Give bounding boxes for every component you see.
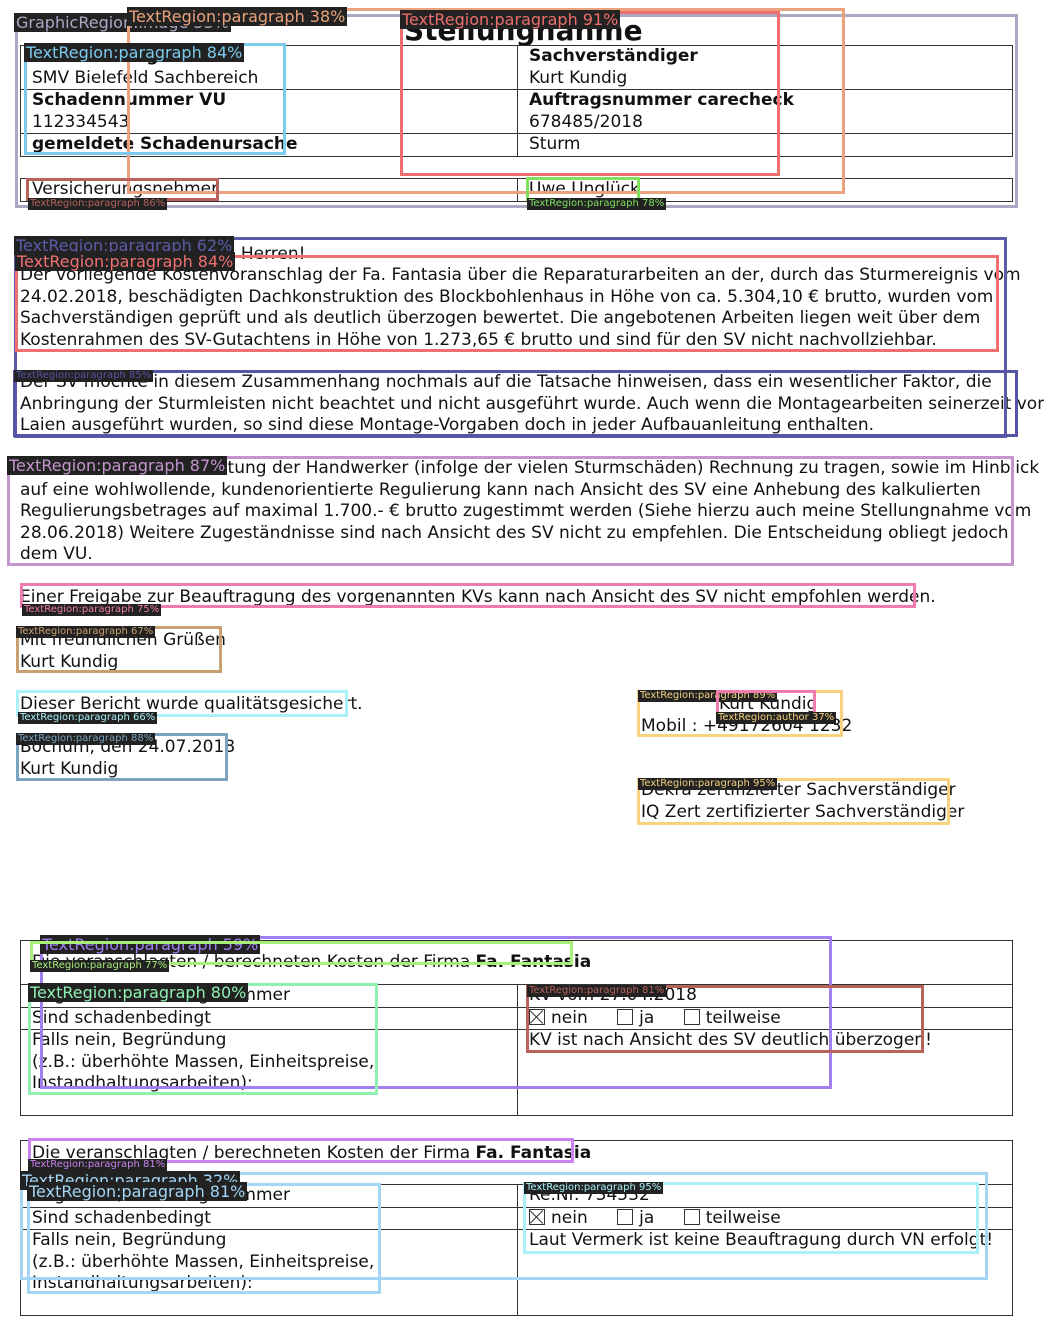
insured-value: Uwe Unglück [517, 178, 1013, 202]
region-box-p77 [30, 941, 573, 965]
closing-name: Kurt Kundig [20, 651, 119, 672]
region-label-p85: TextRegion:paragraph 85% [14, 370, 154, 382]
paragraph-1-line: Kostenrahmen des SV-Gutachtens in Höhe v… [20, 329, 937, 350]
reason-label: Falls nein, Begründung (z.B.: überhöhte … [20, 1229, 518, 1316]
expert-cell: Sachverständiger Kurt Kundig [517, 45, 1013, 90]
paragraph-2: Der SV möchte in diesem Zusammenhang noc… [20, 372, 1044, 437]
claim-number-value: 112334543 [32, 111, 130, 132]
region-box-p85 [13, 370, 1018, 437]
order-number-label: Auftragsnummer carecheck [529, 90, 794, 110]
region-label-p75: TextRegion:paragraph 75% [22, 604, 162, 616]
signer-name: Kurt Kundig [20, 758, 119, 779]
region-label-p84a: TextRegion:paragraph 84% [24, 43, 245, 62]
company-name: Fa. Fantasia [475, 951, 592, 972]
order-number-value: 678485/2018 [529, 111, 643, 132]
option-nein[interactable]: nein [529, 1208, 588, 1230]
checkbox-checked-icon[interactable] [529, 1208, 545, 1225]
checkbox-icon[interactable] [683, 1008, 700, 1025]
paragraph-3: Um der aktuellen Auslastung der Handwerk… [20, 458, 1040, 566]
region-label-p88: TextRegion:paragraph 88% [16, 733, 156, 745]
region-label-a37: TextRegion:author 37% [716, 712, 837, 724]
certification-line: IQ Zert zertifizierter Sachverständiger [641, 801, 965, 822]
region-label-p95b: TextRegion:paragraph 95% [524, 1182, 664, 1194]
option-ja[interactable]: ja [617, 1208, 654, 1230]
region-box-p59 [40, 936, 832, 1089]
insurer-value: SMV Bielefeld Sachbereich [32, 67, 259, 88]
checkbox-icon[interactable] [617, 1208, 634, 1225]
option-nein[interactable]: nein [529, 1008, 588, 1030]
region-box-p87 [7, 456, 1014, 566]
insured-table: Versicherungsnehmer Uwe Unglück [20, 178, 1013, 202]
region-box-p32 [20, 1172, 988, 1280]
region-box-p75 [20, 583, 916, 608]
option-ja[interactable]: ja [617, 1008, 654, 1030]
damage-related-options: nein ja teilweise [517, 1006, 1013, 1030]
cost-table-title-prefix: Die veranschlagten / berechneten Kosten … [32, 1143, 476, 1163]
region-box-p81a [526, 985, 924, 1053]
option-teilweise[interactable]: teilweise [683, 1008, 781, 1030]
region-box-p66 [16, 690, 348, 717]
region-label-p81b: TextRegion:paragraph 81% [28, 1159, 168, 1171]
cause-value-cell: Sturm [517, 133, 1013, 157]
region-box-p38 [127, 8, 845, 194]
expert-label: Sachverständiger [529, 46, 698, 66]
paragraph-1-line: Sachverständigen geprüft und als deutlic… [20, 308, 981, 328]
order-number-cell: Auftragsnummer carecheck 678485/2018 [517, 89, 1013, 134]
paragraph-4: Einer Freigabe zur Beauftragung des vorg… [20, 587, 936, 607]
paragraph-2-line: Anbringung der Sturmleisten nicht beacht… [20, 393, 1044, 414]
region-label-p80: TextRegion:paragraph 80% [28, 983, 249, 1002]
region-label-p87: TextRegion:paragraph 87% [7, 456, 228, 475]
region-label-p95a: TextRegion:paragraph 95% [638, 778, 778, 790]
paragraph-3-line: auf eine wohlwollende, kundenorientierte… [20, 479, 981, 500]
paragraph-2-line: Der SV möchte in diesem Zusammenhang noc… [20, 372, 992, 392]
cause-value: Sturm [529, 134, 581, 154]
region-label-p78: TextRegion:paragraph 78% [527, 198, 667, 210]
region-label-p77: TextRegion:paragraph 77% [30, 960, 170, 972]
paragraph-3-line: Regulierungsbetrages auf maximal 1.700.-… [20, 501, 1032, 521]
region-label-p67: TextRegion:paragraph 67% [16, 626, 156, 638]
reason-label: Falls nein, Begründung (z.B.: überhöhte … [20, 1029, 518, 1116]
region-box-p95a [637, 778, 950, 825]
company-name: Fa. Fantasia [475, 1143, 592, 1163]
region-label-p81c: TextRegion:paragraph 81% [27, 1182, 248, 1201]
option-teilweise[interactable]: teilweise [683, 1208, 781, 1230]
reason-value: Laut Vermerk ist keine Beauftragung durc… [517, 1229, 1013, 1316]
region-label-p62: TextRegion:paragraph 62% [14, 236, 235, 255]
region-label-p91: TextRegion:paragraph 91% [400, 10, 621, 29]
expert-value: Kurt Kundig [529, 67, 628, 88]
region-label-p84b: TextRegion:paragraph 84% [15, 252, 236, 271]
checkbox-icon[interactable] [683, 1208, 700, 1225]
checkbox-icon[interactable] [617, 1008, 634, 1025]
reason-value: KV ist nach Ansicht des SV deutlich über… [517, 1029, 1013, 1116]
paragraph-3-line: Um der aktuellen Auslastung der Handwerk… [20, 458, 1040, 478]
region-box-p91 [400, 11, 780, 176]
paragraph-2-line: Laien ausgeführt wurden, so sind diese M… [20, 415, 875, 435]
region-label-p86: TextRegion:paragraph 86% [28, 198, 168, 210]
region-label-p81a: TextRegion:paragraph 81% [527, 985, 667, 997]
region-label-p66: TextRegion:paragraph 66% [18, 712, 158, 724]
region-box-p81b [28, 1138, 574, 1163]
paragraph-3-line: 28.06.2018) Weitere Zugeständnisse sind … [20, 522, 1009, 543]
paragraph-1-line: Der vorliegende Kostenvoranschlag der Fa… [20, 265, 1021, 285]
paragraph-1: Der vorliegende Kostenvoranschlag der Fa… [20, 265, 1021, 351]
region-box-p95b [523, 1182, 979, 1254]
paragraph-1-line: 24.02.2018, beschädigten Dachkonstruktio… [20, 286, 994, 307]
cause-cell: gemeldete Schadenursache [20, 133, 518, 157]
region-box-p84b [15, 255, 999, 352]
paragraph-3-line: dem VU. [20, 544, 93, 564]
cause-label: gemeldete Schadenursache [32, 134, 298, 154]
quality-note: Dieser Bericht wurde qualitätsgesichert. [20, 694, 363, 714]
insured-label: Versicherungsnehmer [20, 178, 518, 202]
region-label-p89: TextRegion:paragraph 89% [638, 690, 778, 702]
checkbox-checked-icon[interactable] [529, 1008, 545, 1025]
region-label-p38: TextRegion:paragraph 38% [127, 7, 348, 26]
region-label-p59: TextRegion:paragraph 59% [40, 935, 261, 954]
